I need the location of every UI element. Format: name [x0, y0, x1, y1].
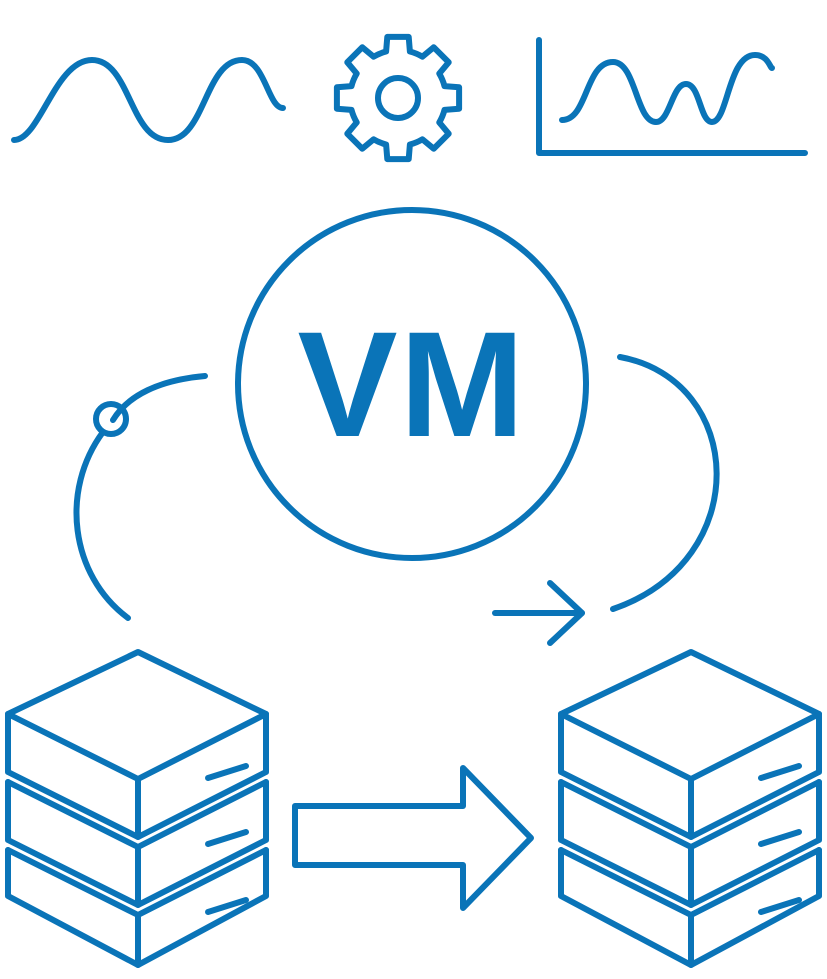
gear-icon [333, 33, 463, 163]
migration-cycle-arrow-icon [73, 354, 720, 646]
line-chart-icon [536, 37, 808, 156]
left-arc [110, 373, 208, 423]
sine-wave-icon [11, 57, 286, 143]
arc-start-node [93, 401, 129, 437]
left-arc-lower [73, 429, 131, 621]
source-server-stack-icon [8, 652, 266, 965]
vm-label: VM [298, 300, 527, 468]
destination-server-stack-icon [561, 652, 819, 965]
vm-node: VM [235, 207, 589, 561]
right-arc [610, 354, 720, 612]
cycle-arrow-head [547, 580, 585, 646]
vm-circle [235, 207, 589, 561]
transfer-arrow-icon [292, 765, 534, 911]
